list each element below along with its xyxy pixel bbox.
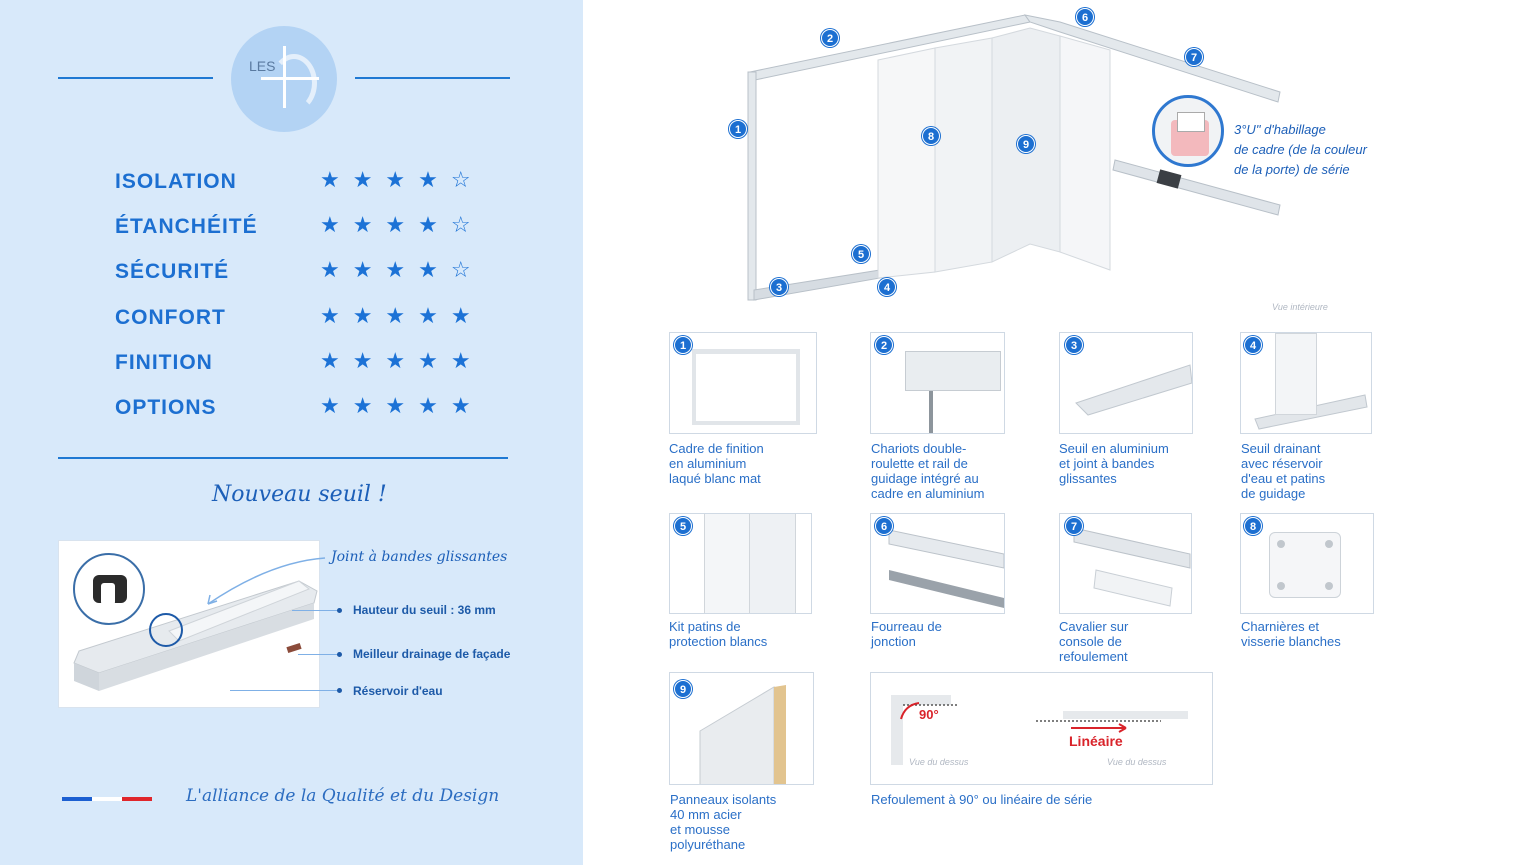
divider-middle xyxy=(58,457,508,459)
rating-row: FINITION ★ ★ ★ ★ ★ xyxy=(115,349,475,377)
callout-badge: 4 xyxy=(878,278,896,296)
zoom-target-circle xyxy=(149,613,183,647)
thumb-badge: 6 xyxy=(875,517,893,535)
rating-row: SÉCURITÉ ★ ★ ★ ★ ☆ xyxy=(115,258,475,286)
thumb-badge: 2 xyxy=(875,336,893,354)
caption-5: Kit patins de protection blancs xyxy=(669,619,768,649)
thumb-badge: 1 xyxy=(674,336,692,354)
divider-left xyxy=(58,77,213,79)
component-thumb-2 xyxy=(870,332,1005,434)
rating-stars: ★ ★ ★ ★ ☆ xyxy=(320,258,471,283)
component-thumb-1 xyxy=(669,332,817,434)
caption-4: Seuil drainant avec réservoir d'eau et p… xyxy=(1241,441,1326,501)
callout-badge: 2 xyxy=(821,29,839,47)
component-thumb-4 xyxy=(1240,332,1372,434)
rating-stars: ★ ★ ★ ★ ★ xyxy=(320,394,471,419)
garage-door-diagram xyxy=(747,14,1281,301)
rating-label: ÉTANCHÉITÉ xyxy=(115,215,258,238)
rating-label: FINITION xyxy=(115,351,213,374)
zoom-circle xyxy=(73,553,145,625)
caption-6: Fourreau de jonction xyxy=(871,619,942,649)
rating-stars: ★ ★ ★ ★ ★ xyxy=(320,304,471,329)
callout-badge: 8 xyxy=(922,127,940,145)
angle-90-label: 90° xyxy=(919,707,939,722)
callout-badge: 9 xyxy=(1017,135,1035,153)
thumb-badge: 7 xyxy=(1065,517,1083,535)
flag-icon xyxy=(62,797,152,801)
rating-label: SÉCURITÉ xyxy=(115,260,230,283)
rating-label: ISOLATION xyxy=(115,170,237,193)
caption-7: Cavalier sur console de refoulement xyxy=(1059,619,1129,664)
caption-3: Seuil en aluminium et joint à bandes gli… xyxy=(1059,441,1169,486)
rating-label: CONFORT xyxy=(115,306,226,329)
joint-leader-arrow-icon xyxy=(207,557,326,605)
callout-badge: 3 xyxy=(770,278,788,296)
rating-label: OPTIONS xyxy=(115,396,217,419)
caption-1: Cadre de finition en aluminium laqué bla… xyxy=(669,441,764,486)
rating-row: CONFORT ★ ★ ★ ★ ★ xyxy=(115,304,475,332)
refoulement-caption: Refoulement à 90° ou linéaire de série xyxy=(871,792,1093,807)
caption-9: Panneaux isolants 40 mm acier et mousse … xyxy=(670,792,777,852)
rating-stars: ★ ★ ★ ★ ☆ xyxy=(320,213,471,238)
thumb-badge: 8 xyxy=(1244,517,1262,535)
rating-row: OPTIONS ★ ★ ★ ★ ★ xyxy=(115,394,475,422)
reservoir-label: Réservoir d'eau xyxy=(353,684,443,698)
logo: LES xyxy=(231,26,337,132)
rating-stars: ★ ★ ★ ★ ★ xyxy=(320,349,471,374)
tagline: L'alliance de la Qualité et du Design xyxy=(186,786,500,806)
component-thumb-8 xyxy=(1240,513,1374,614)
rating-row: ÉTANCHÉITÉ ★ ★ ★ ★ ☆ xyxy=(115,213,475,241)
callout-badge: 5 xyxy=(852,245,870,263)
thumb-badge: 4 xyxy=(1244,336,1262,354)
lineaire-label: Linéaire xyxy=(1069,733,1123,749)
component-thumb-6 xyxy=(870,513,1005,614)
threshold-profile-icon xyxy=(73,580,318,691)
thumb-badge: 5 xyxy=(674,517,692,535)
divider-right xyxy=(355,77,510,79)
callout-badge: 7 xyxy=(1185,48,1203,66)
hauteur-label: Hauteur du seuil : 36 mm xyxy=(353,603,496,617)
refoulement-box: 90° Linéaire Vue du dessus Vue du dessus xyxy=(870,672,1213,785)
callout-badge: 1 xyxy=(729,120,747,138)
seuil-title: Nouveau seuil ! xyxy=(212,482,387,507)
left-panel: LES ISOLATION ★ ★ ★ ★ ☆ ÉTANCHÉITÉ ★ ★ ★… xyxy=(0,0,583,865)
thumb-badge: 9 xyxy=(674,680,692,698)
component-thumb-9 xyxy=(669,672,814,785)
drainage-label: Meilleur drainage de façade xyxy=(353,647,511,661)
joint-label: Joint à bandes glissantes xyxy=(331,549,508,565)
vue-dessus-label: Vue du dessus xyxy=(1107,757,1167,767)
rating-stars: ★ ★ ★ ★ ☆ xyxy=(320,168,471,193)
callout-badge: 6 xyxy=(1076,8,1094,26)
vue-dessus-label: Vue du dessus xyxy=(909,757,969,767)
vue-interieure-label: Vue intérieure xyxy=(1272,302,1328,312)
logo-text: LES xyxy=(249,58,276,74)
logo-swirl-icon xyxy=(271,54,317,112)
habillage-zoom-circle xyxy=(1152,95,1224,167)
component-thumb-5 xyxy=(669,513,812,614)
rating-row: ISOLATION ★ ★ ★ ★ ☆ xyxy=(115,168,475,196)
caption-8: Charnières et visserie blanches xyxy=(1241,619,1341,649)
habillage-note: 3°U" d'habillage de cadre (de la couleur… xyxy=(1234,122,1367,177)
thumb-badge: 3 xyxy=(1065,336,1083,354)
caption-2: Chariots double- roulette et rail de gui… xyxy=(871,441,985,501)
